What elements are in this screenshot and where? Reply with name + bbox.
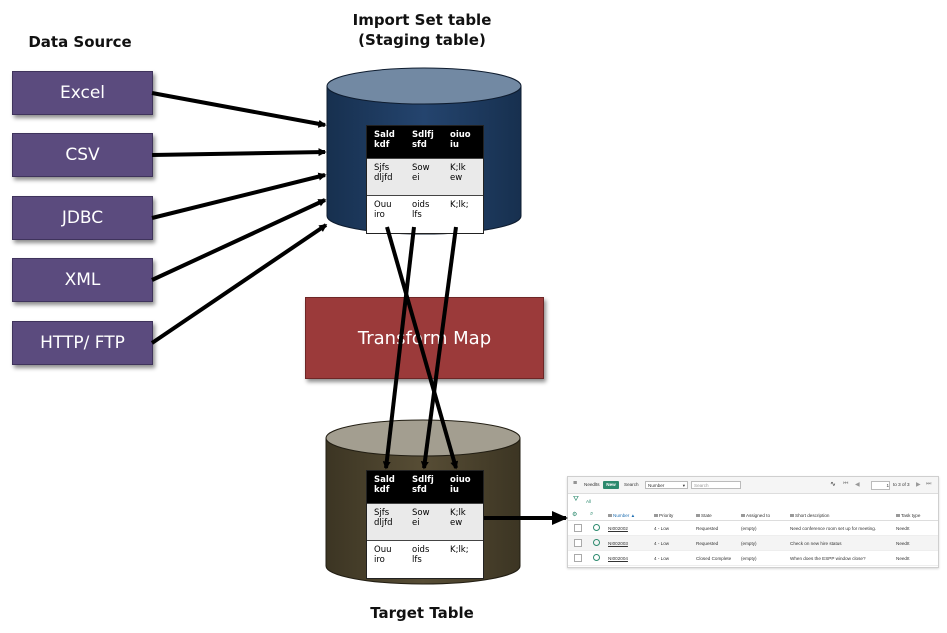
row-priority: 4 - Low [654, 556, 670, 561]
table-row[interactable]: NI002002 4 - Low Requested (empty) Need … [568, 521, 938, 536]
row-state: Requested [696, 526, 719, 531]
mini-table-row: Ouu iro oids lfs K;lk; [367, 196, 483, 233]
source-csv: CSV [12, 133, 153, 177]
source-excel: Excel [12, 71, 153, 115]
mini-table-row: Sjfs dljfd Sow ei K;lk ew [367, 159, 483, 196]
page-total: to 3 of 3 [893, 482, 910, 487]
target-mini-table: Sald kdf Sdlfj sfd oiuo iu Sjfs dljfd So… [366, 470, 484, 579]
column-header-state[interactable]: State [696, 513, 712, 518]
mini-table-cell: Sjfs dljfd [374, 163, 393, 183]
import-set-heading-line2: (Staging table) [358, 31, 486, 49]
mini-table-cell: Ouu iro [374, 545, 392, 565]
first-page-icon[interactable]: ⏮ [843, 481, 849, 487]
row-type: NeedIt [896, 526, 910, 531]
row-number-link[interactable]: NI002003 [608, 541, 628, 546]
pulse-icon[interactable]: ∿ [830, 481, 836, 488]
hamburger-icon[interactable]: ≡ [573, 480, 578, 487]
search-icon[interactable]: ⌕ [590, 511, 594, 517]
row-assigned: (empty) [741, 541, 757, 546]
mini-table-cell: oids lfs [412, 545, 430, 565]
search-label: Search [624, 482, 639, 487]
data-source-heading: Data Source [28, 33, 132, 51]
row-type: NeedIt [896, 541, 910, 546]
row-checkbox[interactable] [574, 554, 582, 562]
column-header-task-type[interactable]: Task type [896, 513, 920, 518]
row-description: Need conference room set up for meeting. [790, 526, 877, 531]
new-button[interactable]: New [603, 481, 619, 489]
column-header-assigned-to[interactable]: Assigned to [741, 513, 770, 518]
mini-table-row: Ouu iro oids lfs K;lk; [367, 541, 483, 578]
row-priority: 4 - Low [654, 541, 670, 546]
mini-table-header-row: Sald kdf Sdlfj sfd oiuo iu [367, 126, 483, 159]
import-set-heading: Import Set table (Staging table) [322, 10, 522, 50]
list-header-row: ⚙ ⌕ Number ▲ Priority State Assigned to … [568, 510, 938, 521]
column-header-number[interactable]: Number ▲ [608, 513, 635, 518]
mini-table-cell: Ouu iro [374, 200, 392, 220]
mini-table-cell: Sow ei [412, 508, 430, 528]
row-assigned: (empty) [741, 526, 757, 531]
filter-icon[interactable]: ⛛ [573, 496, 579, 503]
last-page-icon[interactable]: ⏭ [926, 481, 932, 487]
mini-table-header-cell: Sdlfj sfd [412, 475, 434, 495]
source-http-ftp: HTTP/ FTP [12, 321, 153, 365]
mini-table-cell: Sow ei [412, 163, 430, 183]
mini-table-header-cell: Sald kdf [374, 475, 395, 495]
list-table-name: Needlts [584, 482, 600, 487]
filter-all-link[interactable]: All [586, 499, 592, 504]
mini-table-cell: K;lk; [450, 545, 469, 555]
table-row[interactable]: NI002004 4 - Low Closed Complete (empty)… [568, 551, 938, 566]
search-field-value: Number [648, 483, 665, 488]
row-description: Check on new hire status [790, 541, 842, 546]
row-state: Closed Complete [696, 556, 732, 561]
transform-map-box: Transform Map [305, 297, 544, 379]
import-set-heading-line1: Import Set table [352, 11, 492, 29]
row-number-link[interactable]: NI002002 [608, 526, 628, 531]
table-row[interactable]: NI002003 4 - Low Requested (empty) Check… [568, 536, 938, 551]
mini-table-header-cell: oiuo iu [450, 475, 471, 495]
mini-table-cell: K;lk ew [450, 163, 466, 183]
row-description: When does the ESPP window close? [790, 556, 866, 561]
row-checkbox[interactable] [574, 539, 582, 547]
mini-table-cell: oids lfs [412, 200, 430, 220]
list-toolbar: ≡ Needlts New Search Number ▾ Search ∿ ⏮… [568, 477, 938, 494]
row-assigned: (empty) [741, 556, 757, 561]
search-field-select[interactable]: Number ▾ [645, 481, 688, 489]
page-input[interactable]: 1 [871, 481, 890, 490]
row-state: Requested [696, 541, 719, 546]
next-page-icon[interactable]: ▶ [916, 482, 921, 488]
info-icon[interactable] [593, 554, 600, 561]
search-input[interactable]: Search [691, 481, 741, 489]
target-table-heading: Target Table [370, 604, 474, 622]
row-type: NeedIt [896, 556, 910, 561]
source-xml: XML [12, 258, 153, 302]
row-priority: 4 - Low [654, 526, 670, 531]
source-jdbc: JDBC [12, 196, 153, 240]
list-view-screenshot: ≡ Needlts New Search Number ▾ Search ∿ ⏮… [567, 476, 939, 568]
gear-icon[interactable]: ⚙ [572, 512, 578, 518]
row-checkbox[interactable] [574, 524, 582, 532]
mini-table-header-cell: oiuo iu [450, 130, 471, 150]
mini-table-cell: K;lk ew [450, 508, 466, 528]
info-icon[interactable] [593, 539, 600, 546]
mini-table-header-row: Sald kdf Sdlfj sfd oiuo iu [367, 471, 483, 504]
prev-page-icon[interactable]: ◀ [855, 482, 860, 488]
mini-table-header-cell: Sdlfj sfd [412, 130, 434, 150]
mini-table-row: Sjfs dljfd Sow ei K;lk ew [367, 504, 483, 541]
row-number-link[interactable]: NI002004 [608, 556, 628, 561]
mini-table-cell: Sjfs dljfd [374, 508, 393, 528]
chevron-down-icon: ▾ [682, 483, 685, 488]
info-icon[interactable] [593, 524, 600, 531]
column-header-short-description[interactable]: Short description [790, 513, 829, 518]
mini-table-header-cell: Sald kdf [374, 130, 395, 150]
column-header-priority[interactable]: Priority [654, 513, 673, 518]
mini-table-cell: K;lk; [450, 200, 469, 210]
import-set-mini-table: Sald kdf Sdlfj sfd oiuo iu Sjfs dljfd So… [366, 125, 484, 234]
